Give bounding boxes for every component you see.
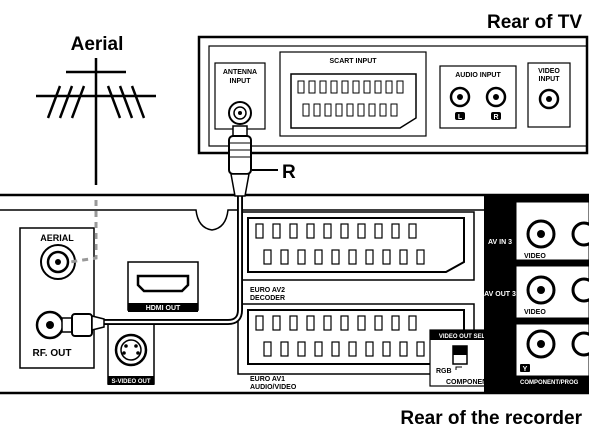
tv-rear-panel: ANTENNA INPUT SCART INPUT AUDIO INPUT: [197, 35, 589, 155]
recorder-euro-av2: EURO AV2 DECODER: [237, 211, 475, 302]
euro-av1-label-1: EURO AV1: [250, 376, 285, 383]
recorder-aerial-label: AERIAL: [40, 233, 74, 243]
rear-of-recorder-heading: Rear of the recorder: [400, 408, 582, 429]
tv-antenna-label-2: INPUT: [230, 78, 252, 85]
tv-scart-pins: [297, 80, 404, 117]
tv-antenna-label-1: ANTENNA: [223, 69, 257, 76]
tv-video-label-1: VIDEO: [538, 68, 560, 75]
video-out-select-label: VIDEO OUT SELECT: [439, 334, 498, 340]
euro-av1-label-2: AUDIO/VIDEO: [250, 384, 297, 391]
tv-antenna-input: ANTENNA INPUT: [214, 62, 266, 130]
tv-video-label-2: INPUT: [539, 76, 561, 83]
recorder-av-jacks: AV IN 3 AV OUT 3 VIDEO VIDEO Y COMPONENT…: [484, 196, 589, 393]
tv-audio-right-badge: R: [493, 114, 498, 121]
recorder-hdmi-out: HDMI OUT: [127, 261, 199, 312]
recorder-aerial-block: AERIAL RF. OUT: [19, 227, 95, 369]
euro-av2-label-1: EURO AV2: [250, 287, 285, 294]
aerial-heading: Aerial: [71, 34, 124, 55]
recorder-s-video-out: S-VIDEO OUT: [107, 321, 155, 385]
component-label: COMPONENT: [446, 379, 492, 386]
recorder-rf-out-label: RF. OUT: [33, 348, 72, 359]
recorder-hdmi-label: HDMI OUT: [146, 305, 181, 312]
tv-audio-left-badge: L: [458, 114, 463, 121]
euro-av2-label-2: DECODER: [250, 295, 285, 302]
tv-scart-input: SCART INPUT: [279, 51, 427, 137]
av-in-3-label: AV IN 3: [488, 239, 512, 246]
tv-audio-input: AUDIO INPUT L R: [439, 65, 517, 129]
component-y-badge: Y: [523, 366, 528, 373]
rgb-label: RGB: [436, 368, 452, 375]
tv-scart-label: SCART INPUT: [329, 58, 377, 65]
aerial-antenna: [36, 58, 156, 185]
aerial-lead-dashed: [69, 200, 98, 264]
video-label-2: VIDEO: [524, 309, 546, 316]
rear-of-tv-heading: Rear of TV: [487, 12, 582, 33]
component-progressive-label: COMPONENT/PROG: [520, 380, 579, 386]
av-out-3-label: AV OUT 3: [484, 291, 516, 298]
recorder-s-video-label: S-VIDEO OUT: [111, 379, 150, 385]
tv-audio-label: AUDIO INPUT: [455, 72, 501, 79]
tv-video-input: VIDEO INPUT: [527, 62, 571, 128]
rf-cable: [61, 125, 252, 337]
cable-marker-label: R: [282, 162, 296, 183]
video-label-1: VIDEO: [524, 253, 546, 260]
